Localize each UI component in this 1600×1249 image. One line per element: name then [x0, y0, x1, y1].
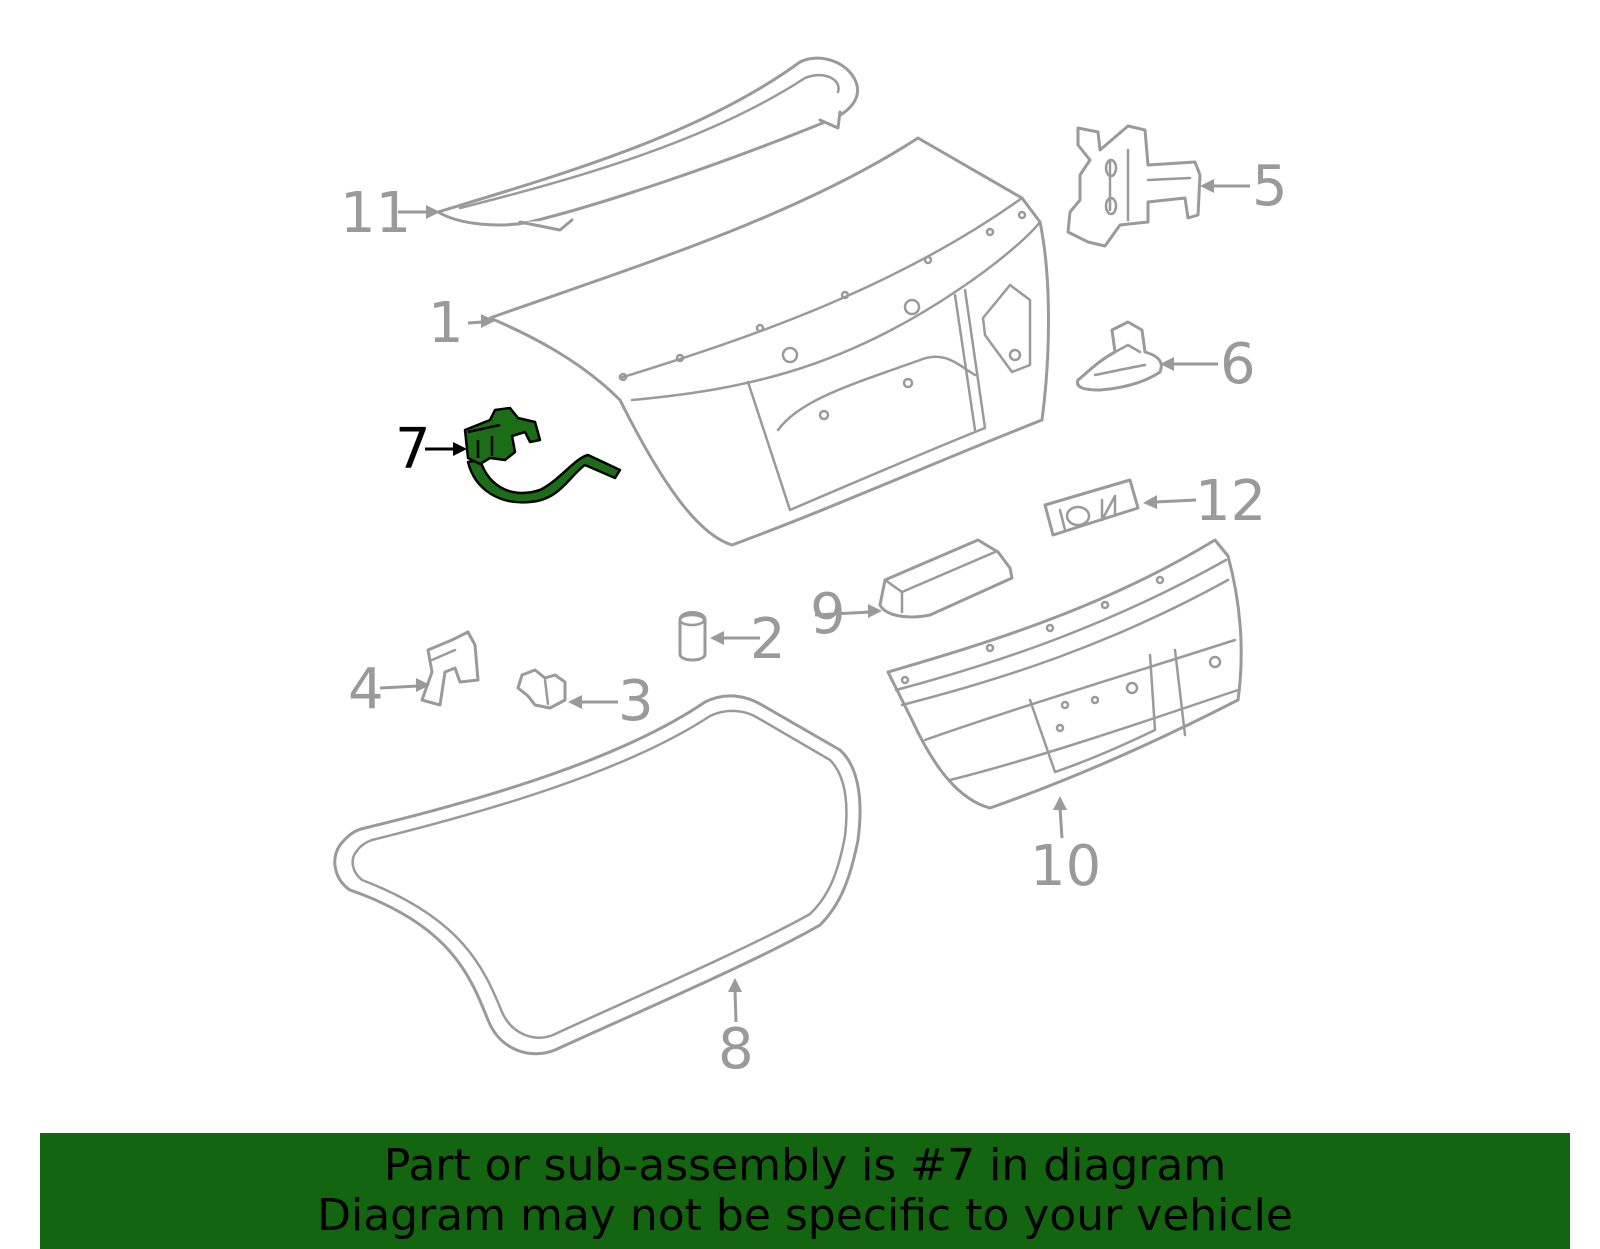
leader-lines	[379, 179, 1250, 1023]
callout-5: 5	[1252, 154, 1288, 219]
part-10-garnish	[886, 538, 1243, 810]
part-1-trunk-lid	[488, 136, 1050, 547]
part-3-bumper	[516, 668, 567, 710]
callout-10: 10	[1030, 834, 1101, 899]
callout-4: 4	[348, 657, 384, 722]
part-9-light-housing	[878, 538, 1014, 619]
callout-11: 11	[340, 181, 411, 246]
info-banner: Part or sub-assembly is #7 in diagram Di…	[40, 1133, 1570, 1249]
banner-line-1: Part or sub-assembly is #7 in diagram	[383, 1140, 1227, 1191]
callout-2: 2	[750, 607, 786, 672]
callout-8: 8	[718, 1017, 754, 1082]
banner-line-2: Diagram may not be specific to your vehi…	[317, 1190, 1293, 1241]
part-6-striker	[1075, 320, 1163, 392]
part-11-spoiler	[436, 56, 859, 232]
callout-numbers: 11 1 5 6 12 7 9 2 4 3 10 8	[340, 154, 1288, 1082]
part-12-emblem	[1043, 478, 1140, 537]
part-2-plug	[678, 611, 707, 662]
callout-9: 9	[810, 582, 846, 647]
callout-3: 3	[618, 669, 654, 734]
callout-6: 6	[1220, 332, 1256, 397]
part-7-latch-cable	[463, 406, 622, 504]
callout-7: 7	[395, 417, 431, 482]
callout-12: 12	[1195, 469, 1266, 534]
part-4-bracket	[420, 630, 480, 707]
callout-1: 1	[428, 291, 464, 356]
part-8-weatherstrip	[333, 694, 862, 1056]
part-5-hinge	[1066, 124, 1202, 248]
